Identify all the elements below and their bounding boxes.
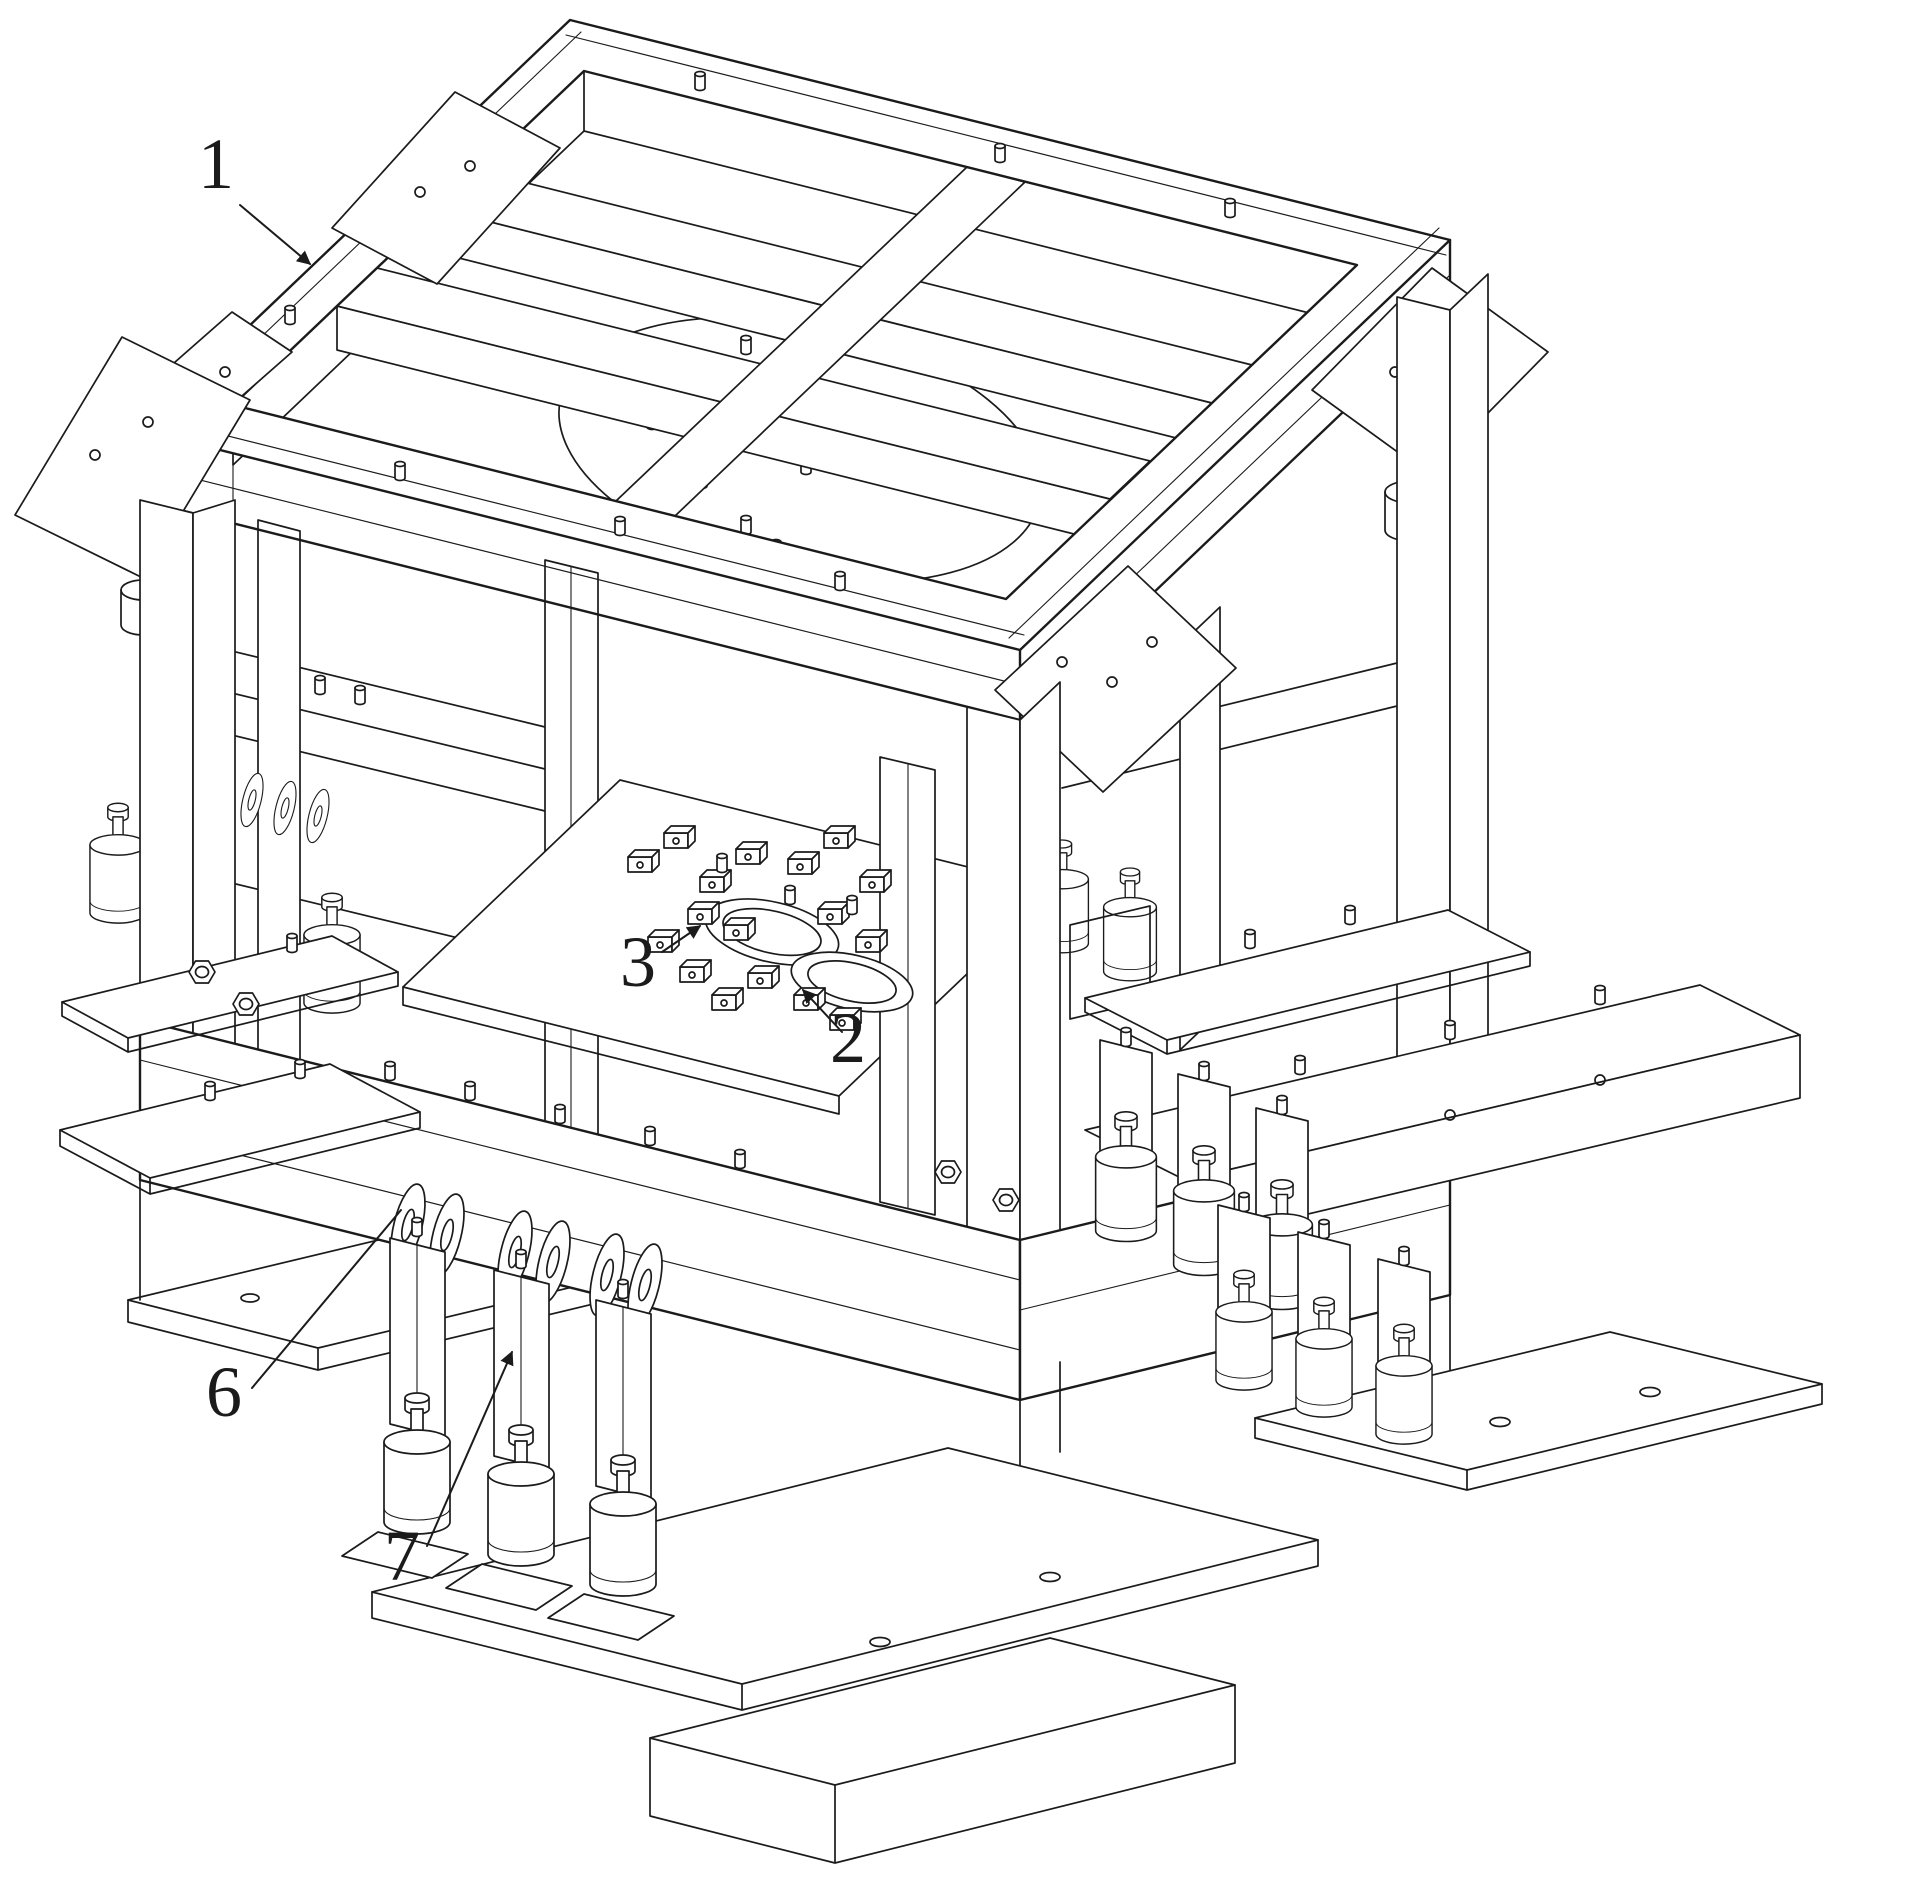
corner-columns (139, 273, 1489, 1401)
front-cylinder-units (341, 1216, 675, 1641)
callout-1-leader (239, 204, 312, 265)
callout-2-leader (802, 988, 843, 1033)
callout-2-label: 2 (830, 998, 866, 1078)
callout-1-label: 1 (198, 124, 234, 204)
top-frame (138, 18, 1452, 722)
callout-6-leader (251, 1209, 402, 1389)
callouts: 1 2 3 6 7 (198, 124, 866, 1596)
callout-7-leader (426, 1350, 514, 1547)
callout-7-label: 7 (384, 1516, 420, 1596)
clamp-ring-assembly (627, 825, 914, 1031)
right-cylinder-units (1094, 1026, 1433, 1445)
callout-6-label: 6 (206, 1352, 242, 1432)
drawing-root: 1 2 3 6 7 (14, 18, 1823, 1864)
callout-3-leader (661, 925, 702, 953)
callout-3-label: 3 (620, 922, 656, 1002)
